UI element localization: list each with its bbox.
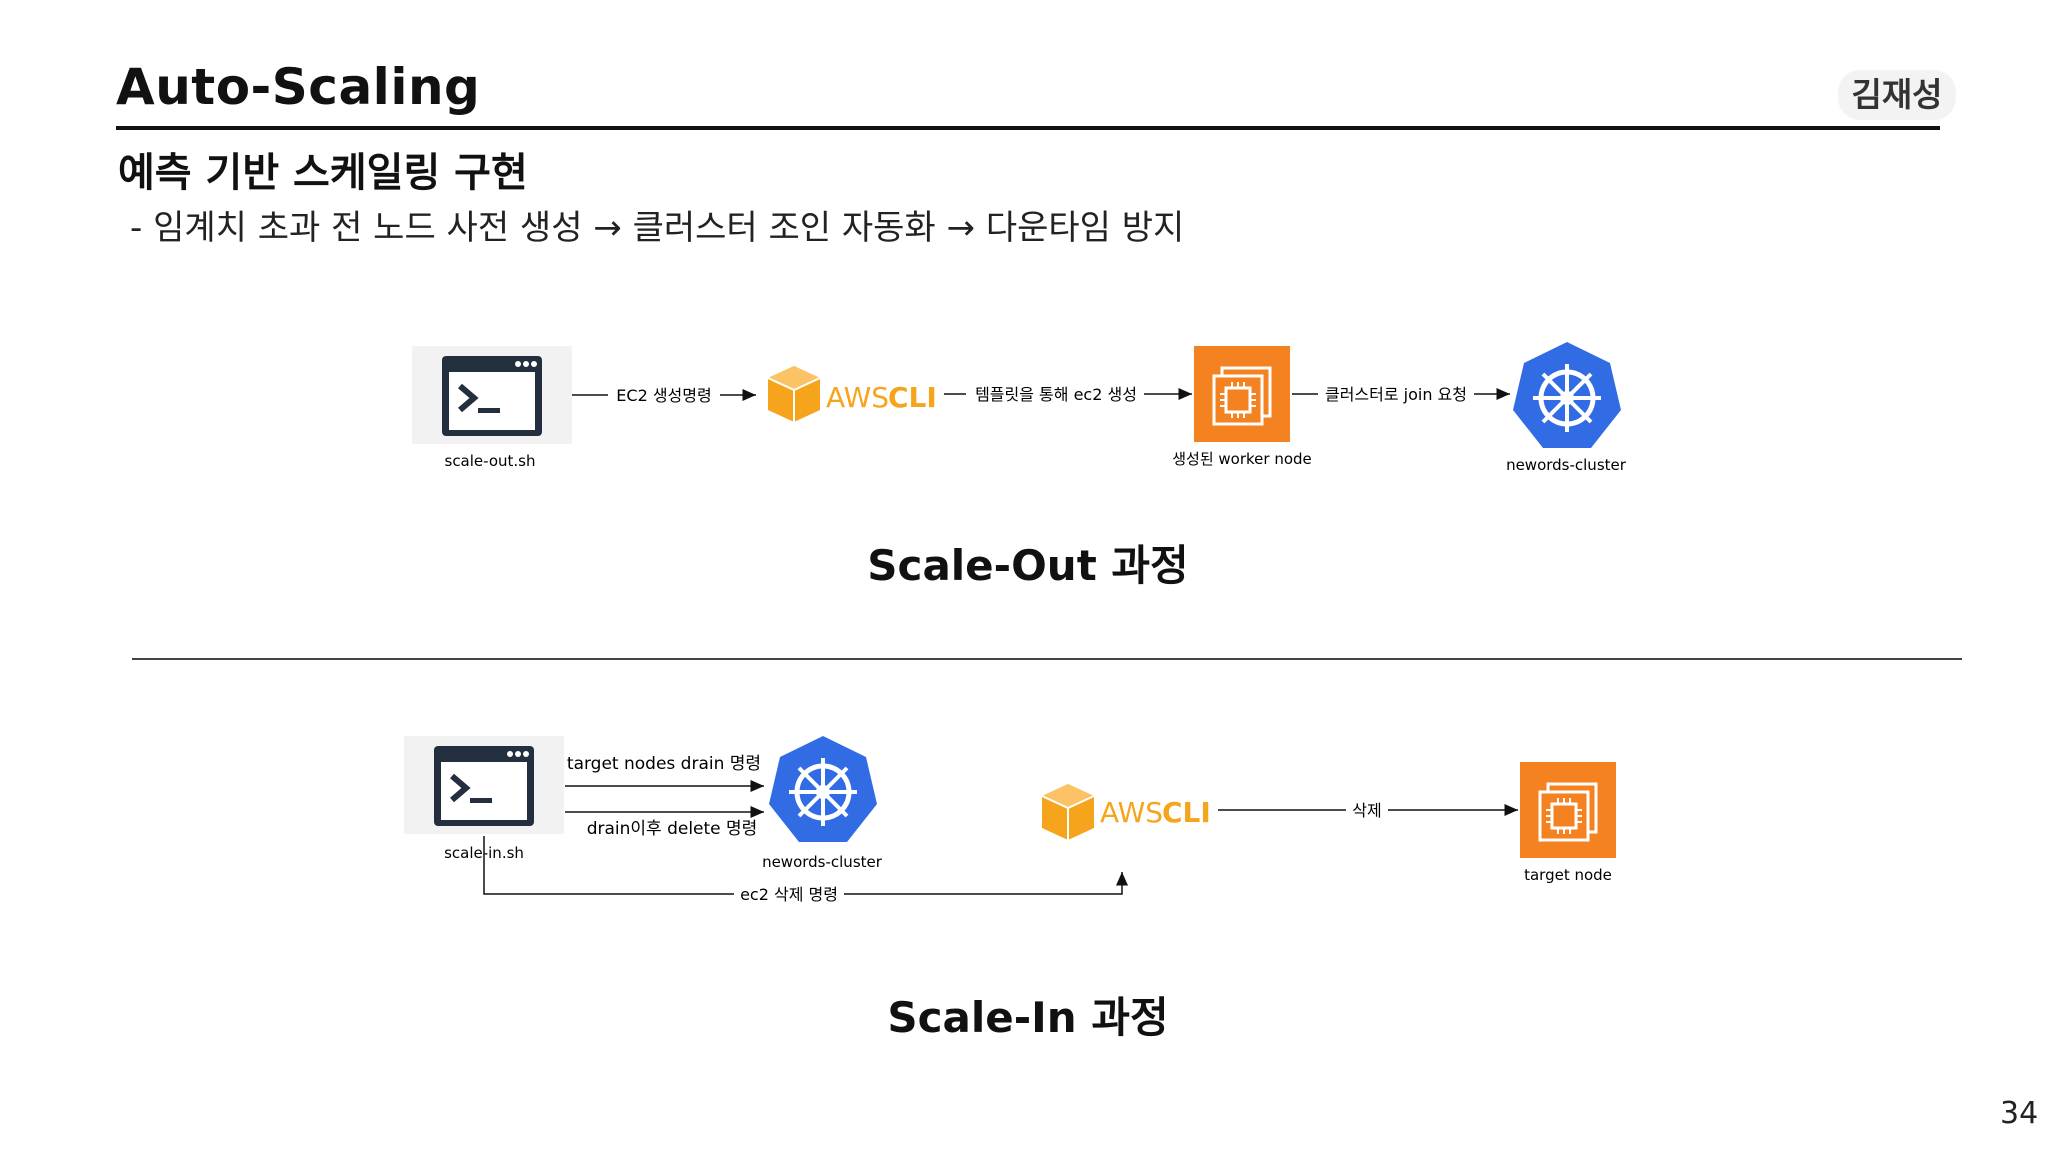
edge-join: 클러스터로 join 요청 bbox=[1325, 385, 1467, 404]
scale-out-cluster-label: newords-cluster bbox=[1506, 456, 1627, 474]
edge-ec2-command: EC2 생성명령 bbox=[616, 386, 711, 405]
edge-delete: drain이후 delete 명령 bbox=[587, 819, 758, 839]
section-subtitle: 예측 기반 스케일링 구현 bbox=[118, 150, 528, 196]
cli-text: CLI bbox=[1162, 796, 1211, 829]
edge-template: 템플릿을 통해 ec2 생성 bbox=[975, 385, 1137, 404]
kubernetes-helm-icon bbox=[1513, 342, 1621, 448]
slide-title: Auto-Scaling bbox=[116, 58, 481, 116]
aws-cli-cube-icon bbox=[1041, 783, 1095, 841]
terminal-icon bbox=[404, 736, 564, 834]
edge-drain: target nodes drain 명령 bbox=[567, 754, 761, 774]
section-divider bbox=[132, 658, 1962, 660]
kubernetes-helm-icon bbox=[769, 736, 877, 842]
edge-ec2-delete: ec2 삭제 명령 bbox=[740, 885, 838, 904]
scale-out-script-label: scale-out.sh bbox=[445, 452, 536, 470]
scale-out-diagram: scale-out.sh EC2 생성명령 AWS CLI 템플릿을 통해 ec… bbox=[412, 342, 1627, 474]
author-badge: 김재성 bbox=[1838, 70, 1956, 120]
target-node-label: target node bbox=[1524, 866, 1612, 884]
scale-in-caption: Scale-In 과정 bbox=[887, 993, 1169, 1042]
aws-text: AWS bbox=[826, 381, 889, 414]
page-number: 34 bbox=[2000, 1096, 2039, 1131]
scale-out-caption: Scale-Out 과정 bbox=[867, 541, 1189, 590]
ec2-instance-icon bbox=[1518, 760, 1618, 860]
edge-remove: 삭제 bbox=[1352, 801, 1381, 820]
cli-text: CLI bbox=[888, 381, 937, 414]
section-description: - 임계치 초과 전 노드 사전 생성 → 클러스터 조인 자동화 → 다운타임… bbox=[130, 208, 1185, 248]
aws-cli-cube-icon bbox=[767, 365, 821, 423]
scale-in-diagram: scale-in.sh target nodes drain 명령 drain이… bbox=[404, 736, 1618, 905]
terminal-icon bbox=[412, 346, 572, 444]
title-divider bbox=[116, 126, 1940, 130]
aws-text: AWS bbox=[1100, 796, 1163, 829]
scale-in-cluster-label: newords-cluster bbox=[762, 853, 883, 871]
ec2-instance-icon bbox=[1192, 344, 1292, 444]
worker-node-label: 생성된 worker node bbox=[1172, 450, 1312, 468]
